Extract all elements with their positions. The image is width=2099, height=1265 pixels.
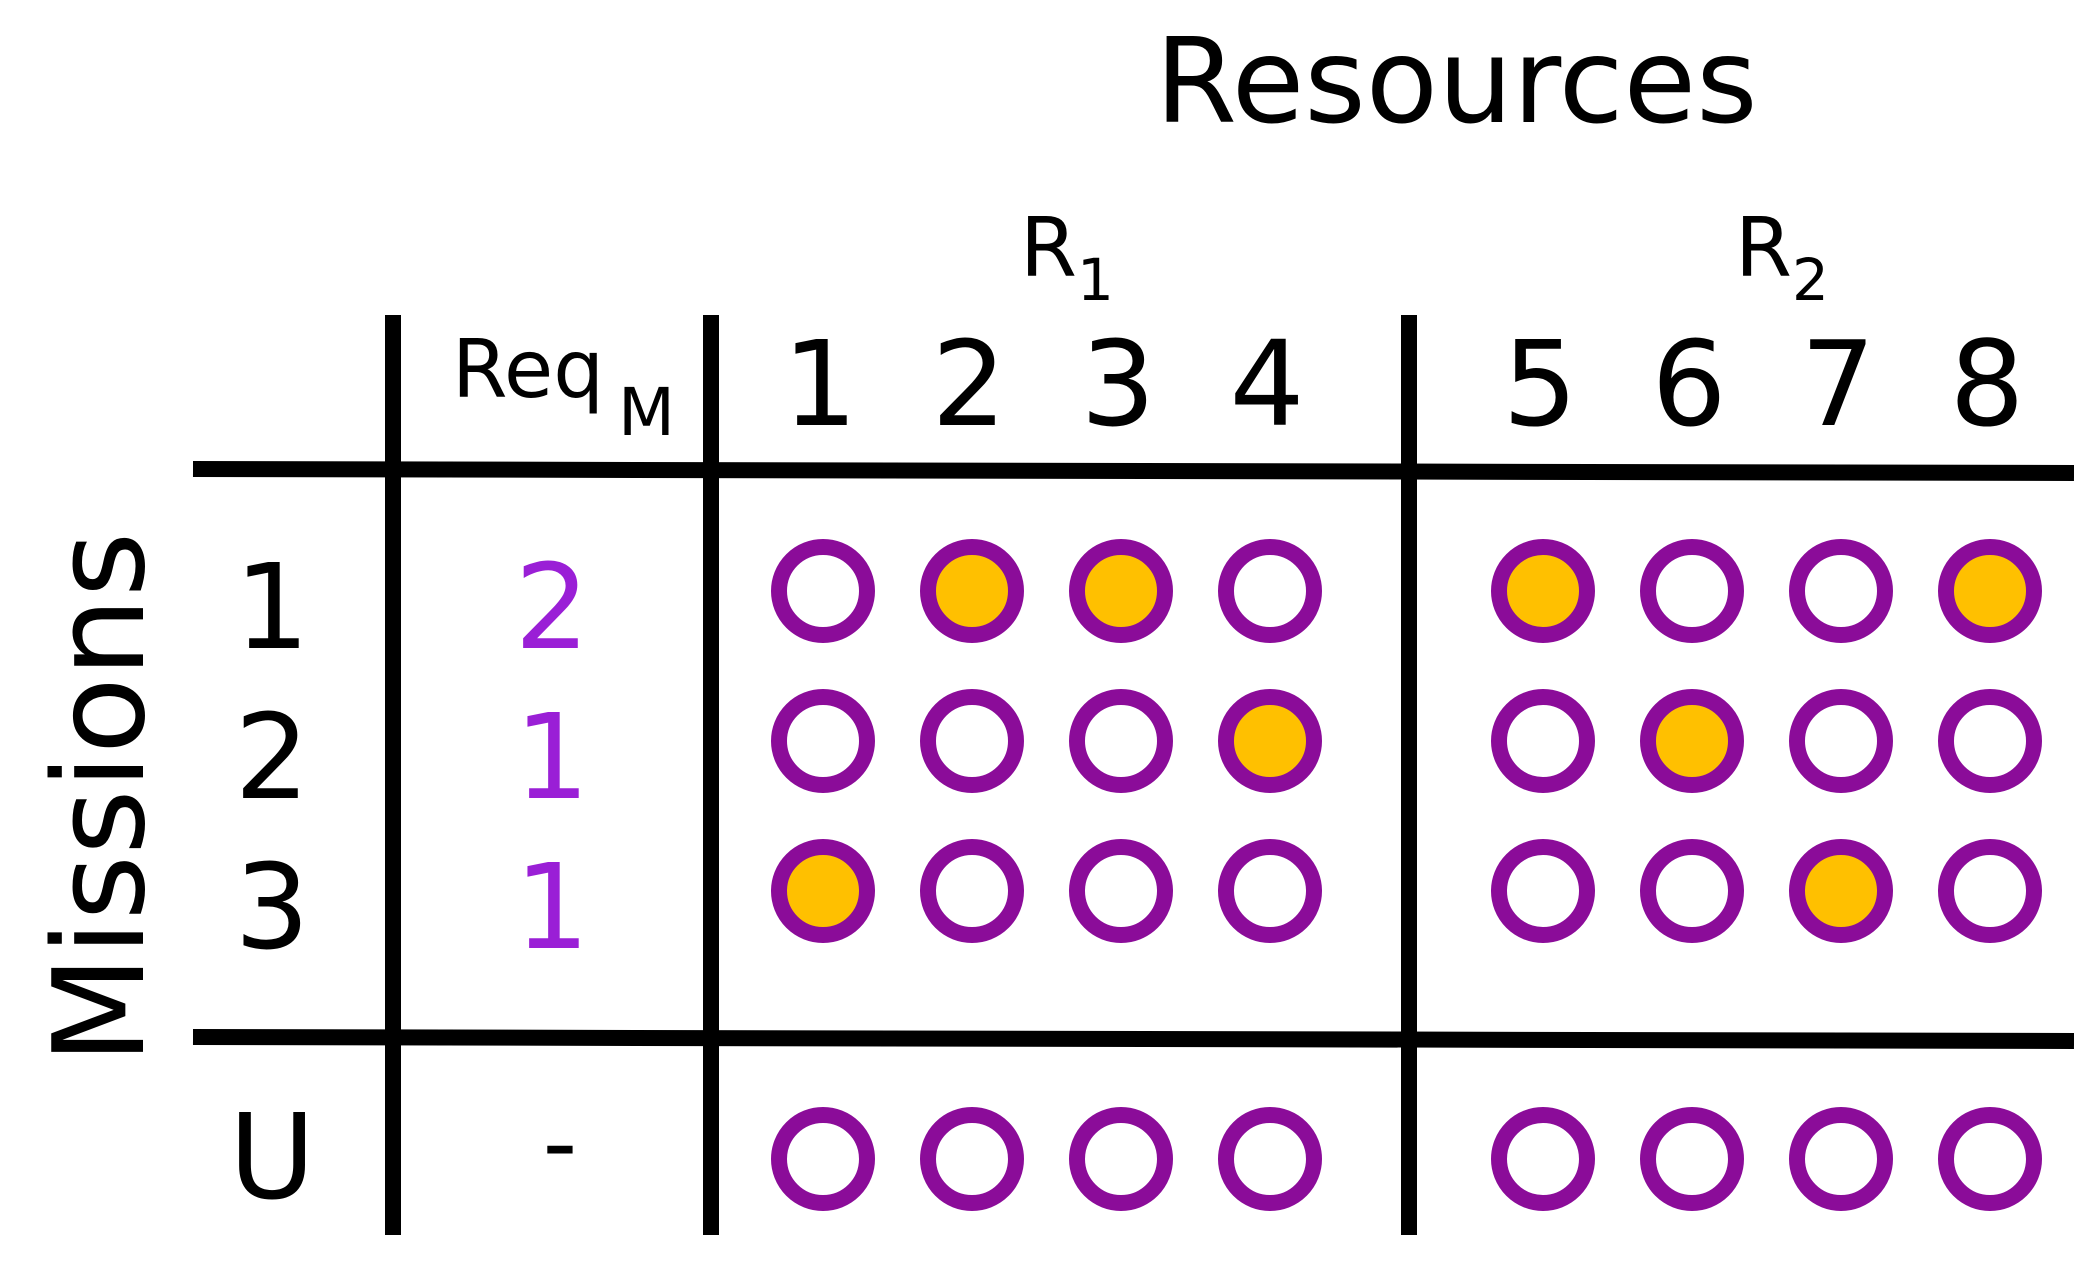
column-header-1: 1: [782, 315, 858, 453]
slot-mission-3-resource-3-free: [1069, 839, 1173, 943]
group-letter: R: [1020, 201, 1077, 296]
slot-mission-3-resource-5-free: [1491, 839, 1595, 943]
slot-mission-3-resource-7-assigned: [1789, 839, 1893, 943]
slot-unassigned-resource-1-free: [771, 1107, 875, 1211]
column-header-2: 2: [931, 315, 1007, 453]
resources-title: Resources: [1155, 12, 1758, 150]
slot-unassigned-resource-6-free: [1640, 1107, 1744, 1211]
column-header-4: 4: [1229, 315, 1305, 453]
slot-mission-1-resource-4-free: [1218, 539, 1322, 643]
slot-unassigned-resource-5-free: [1491, 1107, 1595, 1211]
resource-slots: [771, 539, 2042, 1211]
slot-mission-3-resource-1-assigned: [771, 839, 875, 943]
req-header: Req: [452, 323, 604, 416]
slot-mission-2-resource-2-free: [920, 689, 1024, 793]
group-label-r1: R1: [1020, 208, 1114, 310]
slot-mission-2-resource-6-assigned: [1640, 689, 1744, 793]
grid-lines: [192, 315, 2075, 1235]
slot-mission-2-resource-3-free: [1069, 689, 1173, 793]
column-header-3: 3: [1080, 315, 1156, 453]
column-header-7: 7: [1800, 315, 1876, 453]
mission-req-3: 1: [514, 838, 590, 976]
slot-mission-1-resource-8-assigned: [1938, 539, 2042, 643]
slot-mission-2-resource-7-free: [1789, 689, 1893, 793]
unassigned-label: U: [228, 1088, 316, 1226]
slot-unassigned-resource-2-free: [920, 1107, 1024, 1211]
divider-horizontal-header: [192, 461, 2075, 481]
group-letter: R: [1735, 201, 1792, 296]
slot-mission-1-resource-6-free: [1640, 539, 1744, 643]
column-header-6: 6: [1651, 315, 1727, 453]
slot-unassigned-resource-8-free: [1938, 1107, 2042, 1211]
req-subscript-m: M: [618, 374, 675, 451]
slot-mission-1-resource-7-free: [1789, 539, 1893, 643]
unassigned-req: -: [542, 1087, 578, 1199]
group-label-r2: R2: [1735, 208, 1829, 310]
slot-unassigned-resource-3-free: [1069, 1107, 1173, 1211]
column-header-8: 8: [1949, 315, 2025, 453]
divider-horizontal-unassigned: [192, 1029, 2075, 1049]
column-header-5: 5: [1502, 315, 1578, 453]
slot-unassigned-resource-4-free: [1218, 1107, 1322, 1211]
slot-mission-2-resource-5-free: [1491, 689, 1595, 793]
slot-mission-2-resource-8-free: [1938, 689, 2042, 793]
slot-mission-3-resource-2-free: [920, 839, 1024, 943]
slot-mission-3-resource-8-free: [1938, 839, 2042, 943]
slot-mission-2-resource-1-free: [771, 689, 875, 793]
slot-mission-1-resource-5-assigned: [1491, 539, 1595, 643]
slot-unassigned-resource-7-free: [1789, 1107, 1893, 1211]
slot-mission-1-resource-2-assigned: [920, 539, 1024, 643]
mission-req-2: 1: [514, 688, 590, 826]
group-subscript: 1: [1076, 246, 1114, 315]
slot-mission-1-resource-3-assigned: [1069, 539, 1173, 643]
slot-mission-3-resource-4-free: [1218, 839, 1322, 943]
mission-label-3: 3: [234, 838, 310, 976]
mission-label-1: 1: [234, 538, 310, 676]
mission-req-1: 2: [514, 538, 590, 676]
mission-label-2: 2: [234, 688, 310, 826]
slot-mission-3-resource-6-free: [1640, 839, 1744, 943]
slot-mission-2-resource-4-assigned: [1218, 689, 1322, 793]
slot-mission-1-resource-1-free: [771, 539, 875, 643]
group-subscript: 2: [1791, 246, 1829, 315]
